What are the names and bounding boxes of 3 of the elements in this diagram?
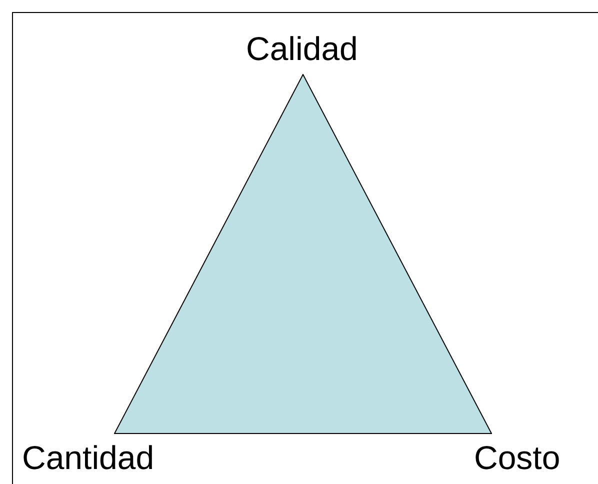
vertex-label: Cantidad: [22, 440, 154, 476]
vertex-label: Calidad: [246, 31, 358, 67]
vertex-label: Costo: [474, 440, 560, 476]
